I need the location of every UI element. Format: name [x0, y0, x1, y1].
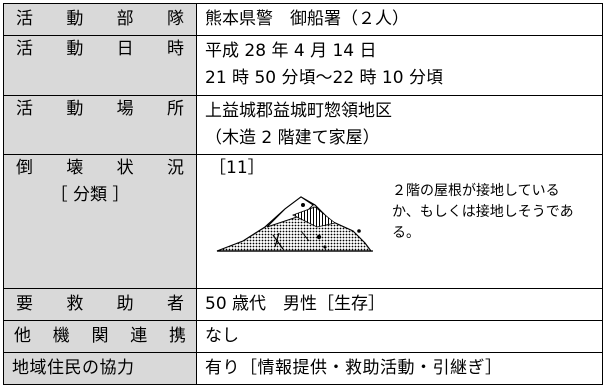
time-value: 21 時 50 分頃～22 時 10 分頃 — [205, 68, 443, 89]
collapsed-house-icon — [216, 196, 373, 252]
rescued-value: 50 歳代 男性［生存］ — [205, 294, 386, 315]
row-label-residents: 地域住民の協力 — [3, 352, 197, 385]
label-char: 動 — [66, 38, 84, 59]
damage-content: ［11］ — [205, 155, 594, 273]
residents-value: 有り［情報提供・救助活動・引継ぎ］ — [205, 358, 503, 379]
table-row: 活 動 場 所 上益城郡益城町惣領地区 （木造 2 階建て家屋） — [3, 94, 603, 156]
row-label-damage: 倒 壊 状 況 ［ 分類 ］ — [3, 154, 197, 290]
table-row: 活 動 日 時 平成 28 年 4 月 14 日 21 時 50 分頃～22 時… — [3, 34, 603, 96]
agencies-value: なし — [205, 326, 239, 347]
label-char: 壊 — [66, 158, 84, 179]
classification-code: ［11］ — [209, 158, 265, 179]
label-char: 状 — [116, 158, 134, 179]
table-row: 倒 壊 状 況 ［ 分類 ］ ［11］ — [3, 154, 603, 290]
residents-label: 地域住民の協力 — [12, 358, 135, 379]
label-char: 他 — [14, 326, 31, 347]
label-char: 況 — [166, 158, 184, 179]
classification-label: ［ 分類 ］ — [50, 185, 130, 206]
label-char: 携 — [169, 326, 186, 347]
label-char: 者 — [166, 294, 184, 315]
row-label-location: 活 動 場 所 — [3, 94, 197, 156]
label-char: 活 — [16, 8, 33, 29]
damage-note: ２階の屋根が接地しているか、もしくは接地しそうである。 — [392, 183, 574, 242]
unit-value: 熊本県警 御船署（２人） — [205, 8, 409, 29]
label-char: 助 — [116, 294, 134, 315]
building-value: （木造 2 階建て家屋） — [205, 127, 380, 148]
row-value-datetime: 平成 28 年 4 月 14 日 21 時 50 分頃～22 時 10 分頃 — [196, 34, 603, 96]
label-char: 倒 — [16, 158, 33, 179]
date-value: 平成 28 年 4 月 14 日 — [205, 41, 377, 62]
label-char: 連 — [130, 326, 148, 347]
label-char: 救 — [66, 294, 84, 315]
row-value-rescued: 50 歳代 男性［生存］ — [196, 288, 603, 322]
row-value-unit: 熊本県警 御船署（２人） — [196, 3, 603, 36]
table-row: 他 機 関 連 携 なし — [3, 320, 603, 354]
row-value-damage: ［11］ — [196, 154, 603, 290]
label-char: 関 — [91, 326, 109, 347]
label-char: 動 — [66, 8, 84, 29]
label-char: 部 — [116, 8, 134, 29]
row-value-agencies: なし — [196, 320, 603, 354]
label-char: 日 — [116, 38, 134, 59]
table-row: 要 救 助 者 50 歳代 男性［生存］ — [3, 288, 603, 322]
label-char: 活 — [16, 38, 33, 59]
label-char: 時 — [166, 38, 184, 59]
row-label-unit: 活 動 部 隊 — [3, 3, 197, 36]
row-value-residents: 有り［情報提供・救助活動・引継ぎ］ — [196, 352, 603, 385]
table-row: 地域住民の協力 有り［情報提供・救助活動・引継ぎ］ — [3, 352, 603, 385]
label-char: 動 — [66, 98, 84, 119]
row-label-agencies: 他 機 関 連 携 — [3, 320, 197, 354]
row-value-location: 上益城郡益城町惣領地区 （木造 2 階建て家屋） — [196, 94, 603, 156]
label-char: 要 — [16, 294, 33, 315]
rescue-activity-table: 活 動 部 隊 熊本県警 御船署（２人） 活 動 日 時 平成 28 年 4 月… — [3, 3, 603, 385]
location-value: 上益城郡益城町惣領地区 — [205, 100, 392, 121]
label-char: 場 — [116, 98, 134, 119]
table-row: 活 動 部 隊 熊本県警 御船署（２人） — [3, 3, 603, 36]
label-char: 活 — [16, 98, 33, 119]
label-char: 機 — [52, 326, 70, 347]
row-label-datetime: 活 動 日 時 — [3, 34, 197, 96]
label-char: 所 — [166, 98, 184, 119]
label-char: 隊 — [166, 8, 184, 29]
row-label-rescued: 要 救 助 者 — [3, 288, 197, 322]
